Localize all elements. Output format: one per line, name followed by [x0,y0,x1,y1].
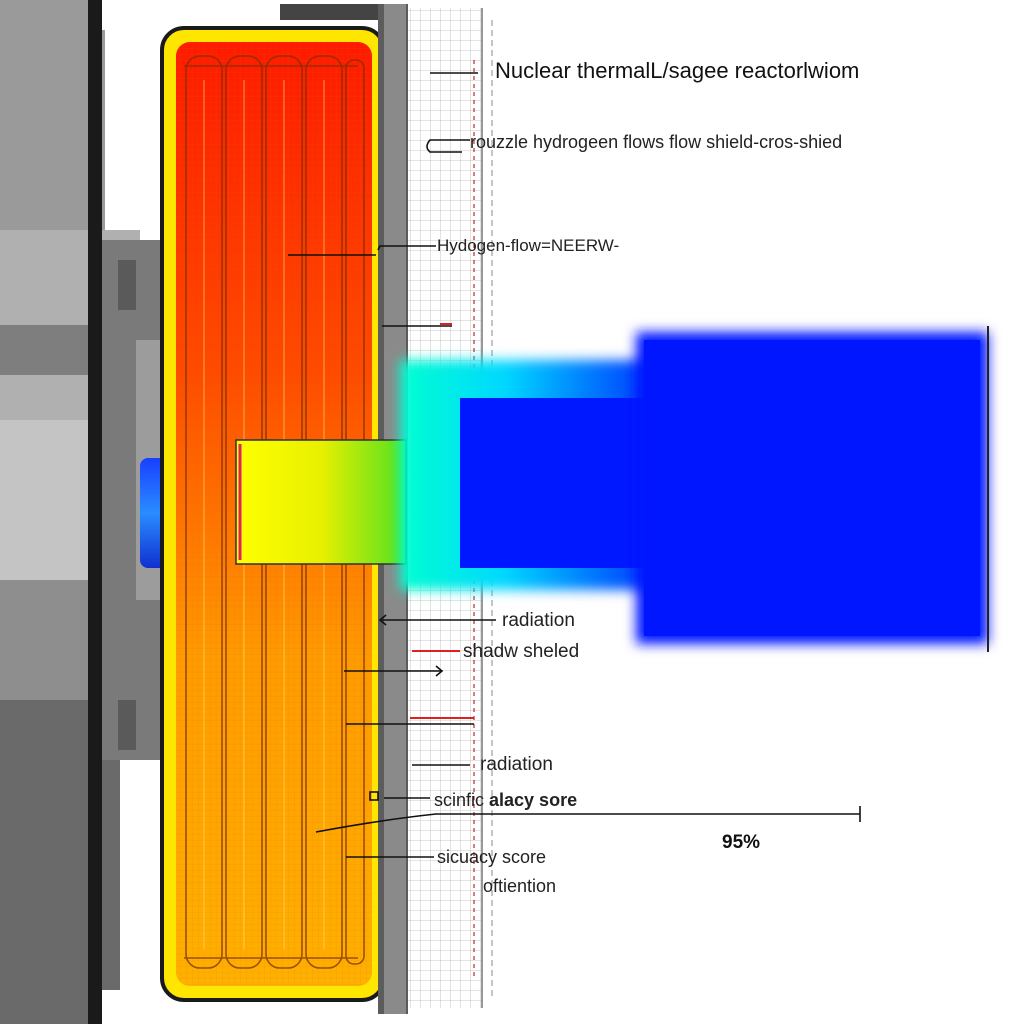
label-accuracy-score: sicuacy score [437,847,547,867]
label-radiation-lower: radiation [480,754,553,775]
engine-housing [0,0,282,1024]
leader-lines [288,72,861,858]
label-radiation-upper: radiation [502,610,575,631]
label-shadow-shield: shadw sheled [463,641,580,662]
label-score-bold: alacy sore [489,790,578,810]
diagram-title: Nuclear thermalL/sagee reactorlwiom [495,58,860,83]
score-value: 95% [722,832,761,853]
label-score-prefix: scinfic [434,790,490,810]
label-hydrogen-flow: Hydogen-flow=NEERW- [437,236,620,255]
label-score: scinfic alacy sore [434,790,577,811]
label-orientation: oftiention [483,876,557,896]
label-nozzle-flow: rouzzle hydrogeen flows flow shield-cros… [470,132,843,152]
red-markers [410,323,474,719]
exhaust-plume [400,326,989,652]
nozzle-throat [235,439,407,565]
